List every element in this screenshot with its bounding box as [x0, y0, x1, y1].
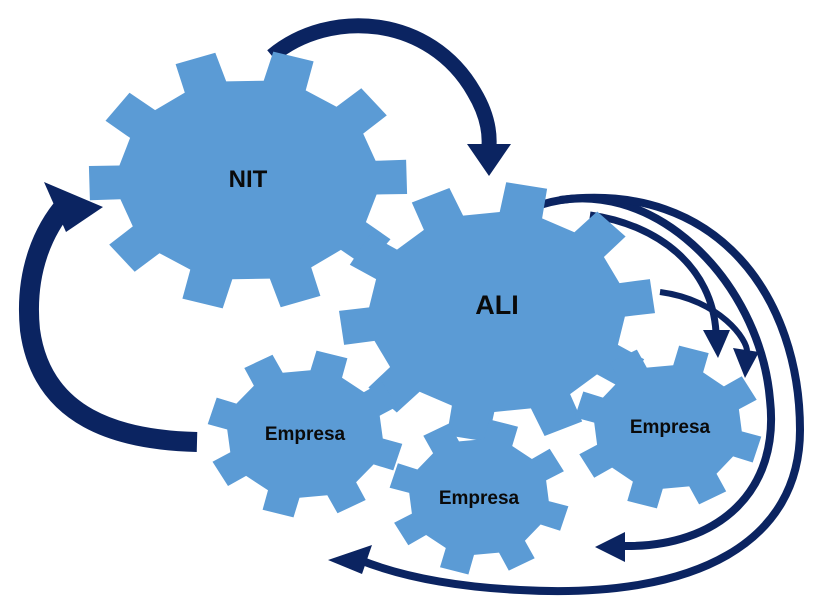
arrow-loop-to-empresa-bottom-head [328, 545, 372, 574]
flow-arrows [19, 18, 805, 595]
label-ali: ALI [475, 290, 519, 320]
arrow-loop-to-empresa-right-head [595, 532, 625, 562]
arrow-loop-to-empresa-right [538, 194, 776, 551]
arrow-loop-to-empresa-bottom [358, 193, 805, 595]
arrow-empresa-to-nit-head [44, 182, 103, 232]
gear-empresa-right [574, 345, 762, 509]
gear-labels: NIT ALI Empresa Empresa Empresa [229, 166, 711, 509]
gear-nit [88, 51, 408, 309]
arrow-ali-to-empresa-right-head [703, 330, 730, 358]
label-empresa-right: Empresa [630, 417, 711, 438]
gear-ali [339, 182, 655, 442]
arrow-empresa-to-nit [19, 197, 198, 452]
arrow-nit-to-ali [267, 18, 497, 147]
label-empresa-left: Empresa [265, 424, 346, 445]
label-nit: NIT [229, 166, 268, 193]
gear-empresa-left [207, 350, 403, 518]
arrow-ali-outer-loop [659, 289, 750, 353]
gear-empresa-bottom [389, 419, 569, 575]
arrow-nit-to-ali-head [467, 144, 511, 176]
gears [88, 51, 762, 575]
label-empresa-bottom: Empresa [439, 488, 520, 509]
arrow-ali-outer-loop-head [733, 348, 759, 378]
